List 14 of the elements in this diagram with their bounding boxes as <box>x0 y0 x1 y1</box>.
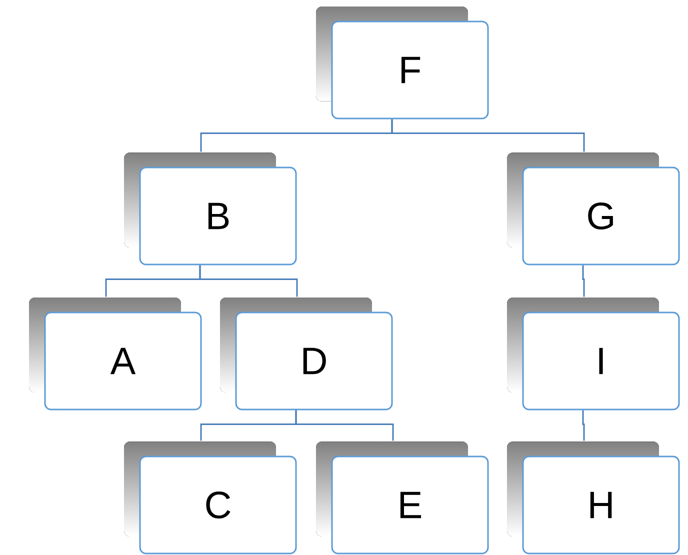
org-box: F <box>316 6 489 120</box>
org-box: G <box>507 152 680 266</box>
connector-line <box>582 265 585 297</box>
org-box: I <box>507 298 680 410</box>
org-box: H <box>507 442 680 554</box>
connector-line <box>582 410 585 441</box>
org-box: B <box>124 152 297 266</box>
org-box: D <box>220 298 393 410</box>
org-box: E <box>316 442 489 554</box>
org-box: A <box>29 298 202 410</box>
connector-line <box>295 410 394 441</box>
connector-line <box>391 119 585 152</box>
connector-line <box>199 265 298 297</box>
org-box: C <box>124 442 297 554</box>
